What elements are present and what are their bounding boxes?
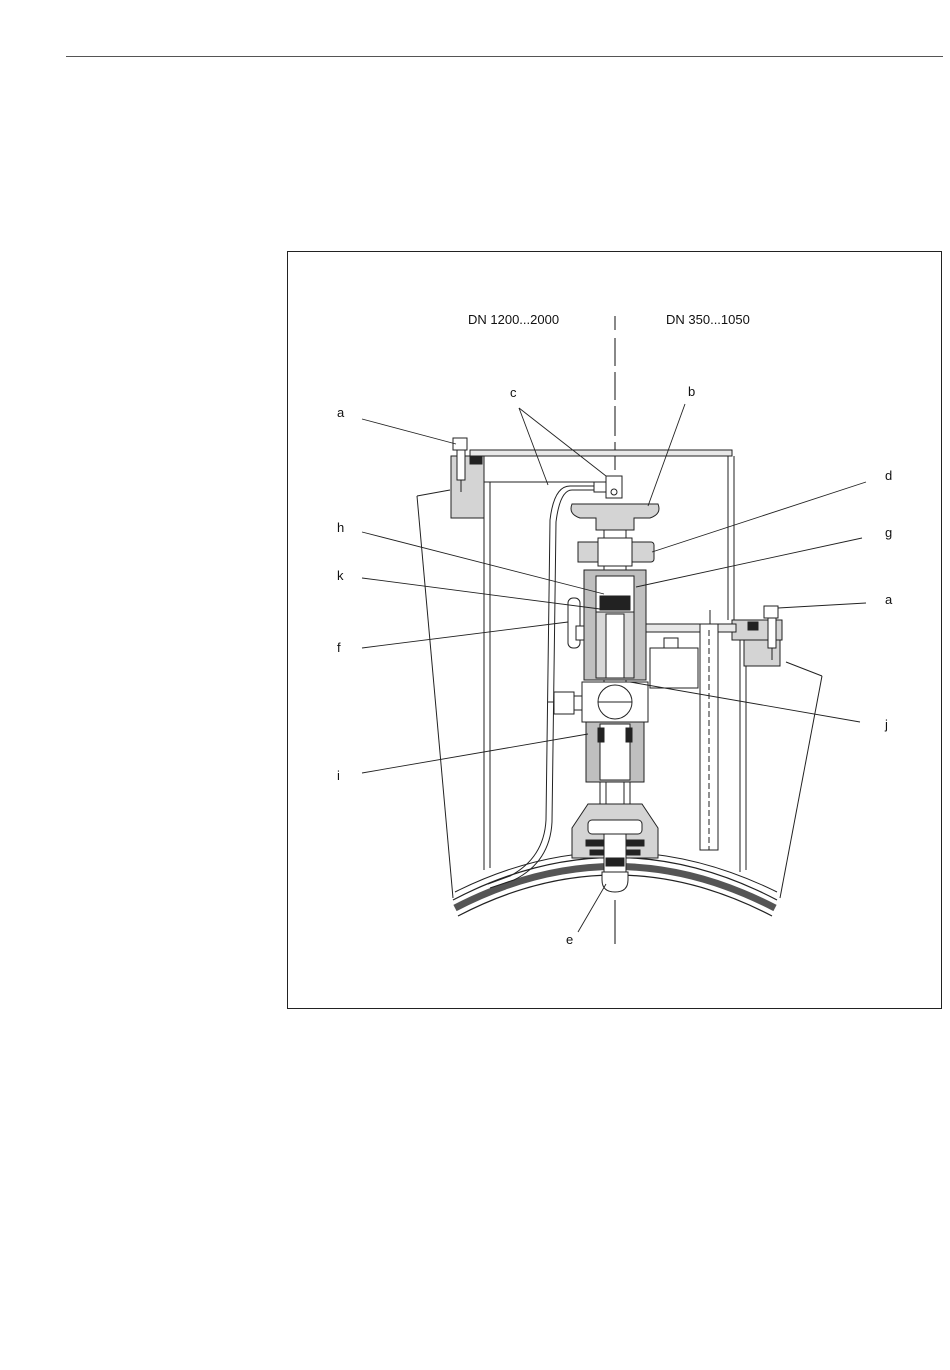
bottom-boss <box>572 804 658 872</box>
callout-e: e <box>566 932 573 947</box>
callout-a-left: a <box>337 405 345 420</box>
callout-d: d <box>885 468 892 483</box>
top-plate <box>470 450 732 482</box>
sensor-tip <box>602 872 628 892</box>
callout-f: f <box>337 640 341 655</box>
callout-h: h <box>337 520 344 535</box>
callout-b: b <box>688 384 695 399</box>
callout-c: c <box>510 385 517 400</box>
knob-d <box>578 538 654 566</box>
top-handle <box>571 476 659 530</box>
ball-valve <box>548 682 648 722</box>
header-left-label: DN 1200...2000 <box>468 312 559 327</box>
right-guide <box>636 610 736 850</box>
header-right-label: DN 350...1050 <box>666 312 750 327</box>
callout-k: k <box>337 568 344 583</box>
lower-gland <box>586 722 644 782</box>
callout-g: g <box>885 525 892 540</box>
callout-i: i <box>337 768 340 783</box>
callout-j: j <box>884 717 888 732</box>
callout-a-right: a <box>885 592 893 607</box>
